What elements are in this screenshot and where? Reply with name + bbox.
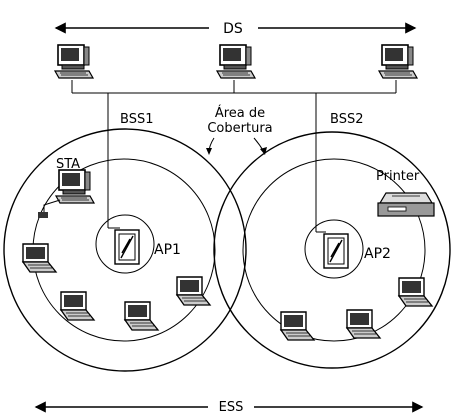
laptop-icon xyxy=(61,292,94,320)
printer-icon xyxy=(378,193,434,216)
desktop-icon xyxy=(55,45,93,78)
laptop-icon xyxy=(125,302,158,330)
access-point-icon xyxy=(324,234,348,268)
distribution-system-wiring xyxy=(72,80,396,232)
bss2-label: BSS2 xyxy=(330,112,363,127)
desktop-icon xyxy=(379,45,417,78)
bss1-label: BSS1 xyxy=(120,112,153,127)
coverage-pointers xyxy=(206,138,267,155)
access-point-icon xyxy=(115,230,139,264)
ap2-label: AP2 xyxy=(364,246,391,262)
coverage-area-label-line1: Área de xyxy=(215,105,265,121)
ap1-label: AP1 xyxy=(154,242,181,258)
printer-label: Printer xyxy=(376,169,420,184)
ds-label: DS xyxy=(223,21,243,37)
sta-peripheral xyxy=(38,212,48,218)
sta-desktop-icon xyxy=(56,170,94,203)
laptop-icon xyxy=(347,310,380,338)
laptop-icon xyxy=(23,244,56,272)
laptop-icon xyxy=(281,312,314,340)
laptop-icon xyxy=(399,278,432,306)
ess-label: ESS xyxy=(219,400,244,415)
desktop-icon xyxy=(217,45,255,78)
ess-arrow: ESS xyxy=(36,400,422,415)
coverage-area-label-line2: Cobertura xyxy=(207,121,272,136)
ds-arrow: DS xyxy=(56,21,415,37)
